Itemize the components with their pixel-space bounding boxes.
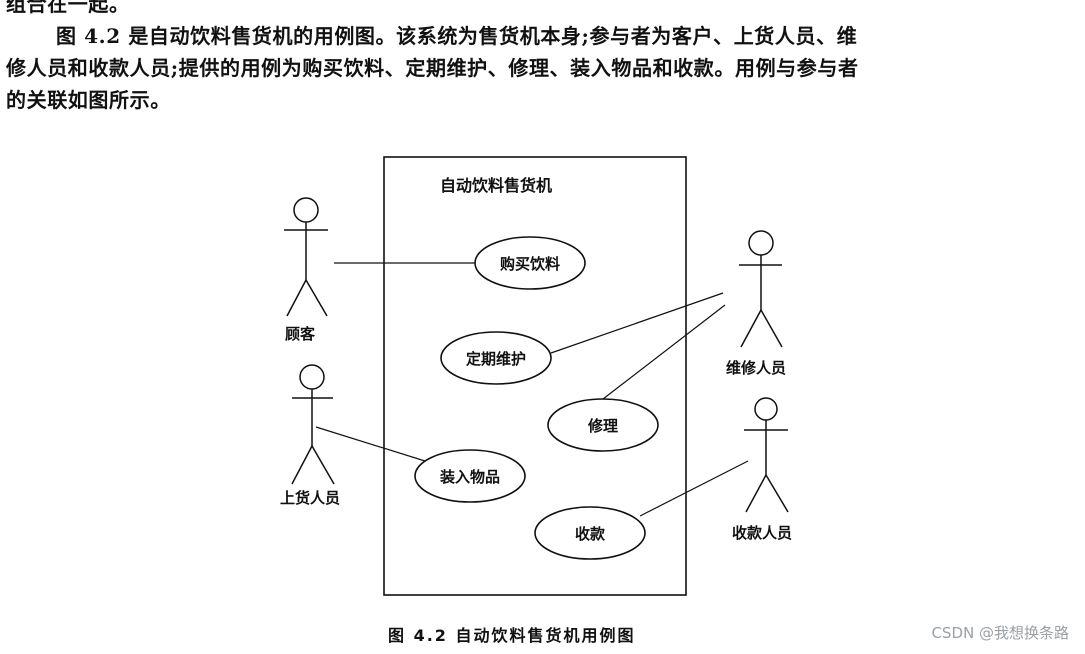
paragraph-line-3: 的关联如图所示。 [6,88,171,112]
actor-label: 收款人员 [732,524,792,542]
use-case-label: 定期维护 [466,350,526,368]
actor-left-leg [286,279,307,317]
actor-stocker: 上货人员 [280,364,340,507]
paragraph-line-0: 组合在一起。 [6,0,130,16]
actor-cashier: 收款人员 [732,397,792,542]
actor-head [293,197,319,223]
actor-right-leg [311,445,335,485]
actor-label: 维修人员 [726,359,786,377]
use-case-ellipse [414,449,526,503]
actor-right-leg [305,279,328,317]
body-paragraph: 组合在一起。 图 4.2 是自动饮料售货机的用例图。该系统为售货机本身;参与者为… [6,0,1084,116]
actor-left-leg [740,309,762,348]
actor-customer: 顾客 [284,197,328,343]
paragraph-line-2: 修人员和收款人员;提供的用例为购买饮料、定期维护、修理、装入物品和收款。用例与参… [6,56,859,80]
use-case-label: 修理 [587,417,618,435]
actor-right-leg [765,474,789,513]
actor-left-leg [291,445,313,485]
figure-caption: 图 4.2 自动饮料售货机用例图 [388,626,636,645]
actor-right-leg [760,309,783,348]
use-case-ellipse [440,331,552,385]
system-boundary [383,156,687,596]
actor-head [299,364,325,390]
use-case-ellipse [534,506,646,560]
use-case-maintenance: 定期维护 [440,331,552,385]
use-case-load-goods: 装入物品 [414,449,526,503]
use-case-repair: 修理 [547,398,659,452]
actor-head [748,230,774,256]
paragraph-line-1: 图 4.2 是自动饮料售货机的用例图。该系统为售货机本身;参与者为客户、上货人员… [56,24,858,48]
actor-label: 顾客 [285,325,316,343]
use-case-buy-drink: 购买饮料 [474,236,586,290]
watermark: CSDN @我想换条路 [931,624,1069,642]
association-repairer-repair [602,304,726,400]
association-cashier-collect-money [639,460,749,517]
use-case-label: 购买饮料 [500,255,560,273]
use-case-label: 收款 [575,525,606,543]
association-stocker-load-goods [315,426,426,462]
actor-repairer: 维修人员 [726,230,786,377]
system-name: 自动饮料售货机 [440,176,552,195]
actor-left-leg [745,474,767,513]
actor-head [754,397,778,421]
use-case-label: 装入物品 [439,468,500,486]
actor-label: 上货人员 [280,489,340,507]
association-repairer-maintenance [550,292,724,354]
use-case-collect-money: 收款 [534,506,646,560]
